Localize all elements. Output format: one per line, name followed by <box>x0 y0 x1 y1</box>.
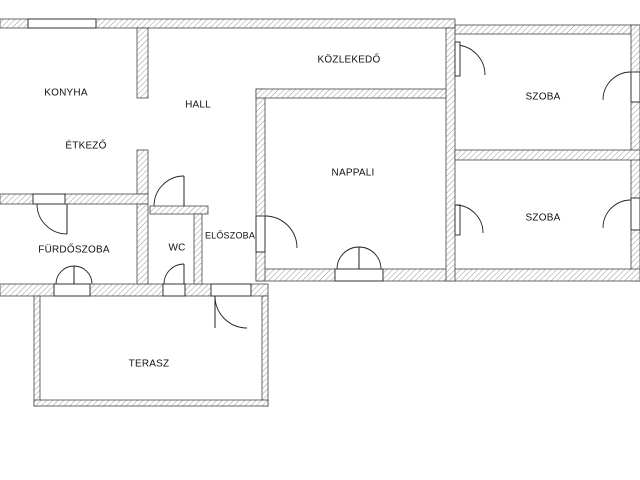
wall-nappali-top <box>255 88 456 99</box>
door-szoba-1-window <box>602 71 632 101</box>
wall-kitchen-hall-upper <box>136 27 149 99</box>
door-wc <box>163 263 185 285</box>
room-labels: KÖZLEKEDŐ KONYHA HALL ÉTKEZŐ SZOBA NAPPA… <box>38 52 560 370</box>
terrace-right <box>261 295 269 407</box>
door-bath <box>36 203 68 235</box>
window-bath-1 <box>32 193 66 205</box>
label-wc: WC <box>168 243 185 254</box>
label-terasz: TERASZ <box>129 359 170 370</box>
window-szoba-1 <box>630 71 640 103</box>
label-konyha: KONYHA <box>44 88 88 99</box>
door-hall <box>153 175 185 207</box>
label-nappali: NAPPALI <box>332 168 375 179</box>
wall-rooms-divider <box>454 149 640 161</box>
label-szoba-2: SZOBA <box>526 213 561 224</box>
door-szoba-1 <box>454 41 486 77</box>
window-kitchen-top <box>27 18 97 29</box>
door-szoba-2-window <box>602 199 632 229</box>
window-bath-2 <box>53 283 91 297</box>
wall-bath-top <box>0 193 149 205</box>
label-hall: HALL <box>185 100 211 111</box>
window-szoba-2 <box>630 197 640 231</box>
label-szoba-1: SZOBA <box>526 92 561 103</box>
wall-wc-hall <box>149 205 209 215</box>
door-szoba-2 <box>454 204 484 236</box>
window-terrace-door <box>210 283 252 297</box>
wall-corridor-right <box>445 27 456 282</box>
door-nappali <box>255 215 298 253</box>
terrace-left <box>33 295 41 407</box>
wall-bath-wc <box>136 203 149 285</box>
door-bath-double <box>55 265 93 285</box>
wall-top-right <box>454 24 640 35</box>
terrace-bottom <box>33 399 269 407</box>
wall-kitchen-hall-lower <box>136 149 149 195</box>
door-nappali-double <box>336 246 382 270</box>
label-furdoszoba: FÜRDŐSZOBA <box>38 242 110 256</box>
wall-top-left <box>0 18 456 29</box>
doors <box>36 41 632 329</box>
label-kozlekedo: KÖZLEKEDŐ <box>318 52 381 66</box>
windows <box>27 18 640 297</box>
door-terrace <box>214 295 248 329</box>
wall-wc-eloszoba <box>193 213 203 285</box>
label-eloszoba: ELŐSZOBA <box>205 230 255 240</box>
window-wc <box>162 283 186 297</box>
label-etkezo: ÉTKEZŐ <box>65 138 106 152</box>
window-nappali <box>334 268 384 282</box>
